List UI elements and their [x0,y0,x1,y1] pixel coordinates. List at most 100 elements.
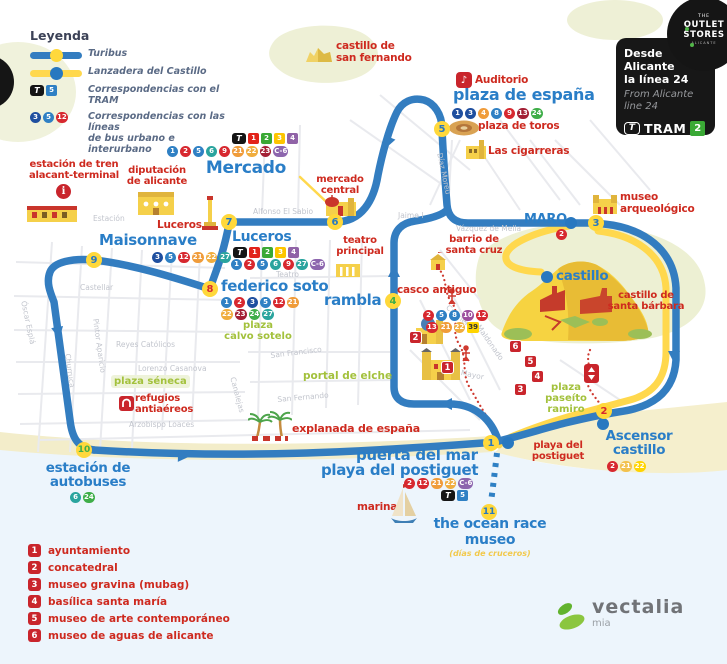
train-station-icon [27,206,77,222]
lanzadera-dot-marq [565,217,577,229]
sight-label: concatedral [48,561,118,574]
auditorio-icon: ♪ [456,72,472,88]
street-name: Alfonso El Sabio [253,207,314,216]
bus-line-badge: 39 [467,322,479,333]
stop-label-rambla: rambla [324,291,382,309]
bus-line-badge: 5 [260,297,271,308]
bus-line-badge: 27 [219,252,231,263]
stop-label-marq: MARQ [524,212,567,227]
bus-line-badge: 2 [261,133,272,144]
stop-marker-1: 1 [483,435,499,451]
info-from-alicante: From Alicante line 24 [624,88,694,113]
refugios-icon [119,396,134,411]
vectalia-logo: vectalia mia [552,598,684,632]
bus-line-badge: 3 [247,297,258,308]
bus-line-badge: 2 [404,478,415,489]
stop-marker-10: 10 [76,442,92,458]
label-explanada: explanada de españa [292,422,420,435]
bus-line-badge: 5 [457,490,468,501]
beach-postiguet [495,402,727,474]
label-castillo-san-fernando: castillo de san fernando [336,40,412,64]
bus-line-badge: 1 [231,259,242,270]
bus-line-badge: 3 [275,247,286,258]
street-name: Jaime I [398,211,424,220]
stop-marker-9: 9 [86,252,102,268]
label-plaza-seneca: plaza séneca [111,375,190,388]
bus-line-badge: 4 [288,247,299,258]
bus-line-badge: 6 [270,259,281,270]
sight-number-badge: 3 [28,578,41,591]
sight-label: museo de arte contemporáneo [48,612,230,625]
stop-marker-2: 2 [596,403,612,419]
sea-area [0,448,727,664]
sight-label: museo de aguas de alicante [48,629,214,642]
badges-marq: 2 [556,229,567,240]
bus-line-badge: 27 [296,259,308,270]
legend-bus-label: Correspondencias con las líneas de bus u… [88,110,225,155]
elevator-icon [584,364,599,383]
bus-line-badge: 13 [426,322,438,333]
stop-label-playa-postiguet: playa del postiguet [321,461,479,479]
bus-line-badge: 21 [620,461,632,472]
lanzadera-line-sample [30,67,82,80]
bus-line-badge: 2 [180,146,191,157]
stop-marker-3: 3 [588,215,604,231]
label-plaza-paseito-ramiro: plaza paseíto ramiro [545,382,587,415]
bus-line-badge: 21 [232,146,244,157]
bus-line-badge: 2 [234,297,245,308]
bus-line-badge: 22 [221,309,233,320]
bus-line-badge: 5 [257,259,268,270]
bus-line-badge: 24 [248,309,261,320]
bus-line-badge: 12 [475,310,488,321]
label-luceros-square: Luceros [157,219,202,231]
street-name: Vázquez de Mella [456,224,522,233]
stop-label-castillo: castillo [556,268,609,284]
route-turibus [44,95,680,458]
bus-line-badge: 2 [423,310,434,321]
bus-line-badge: 22 [245,146,258,157]
bus-line-badge: 9 [219,146,230,157]
stop-marker-4: 4 [385,293,401,309]
outlet-green-dot [685,27,689,31]
barrio-santa-cruz-house-icon [430,252,446,270]
bus-line-badge: 2 [262,247,273,258]
label-diputacion: diputación de alicante [126,165,188,188]
stop-marker-6: 6 [327,214,343,230]
label-mercado-central: mercado central [316,174,364,197]
bus-line-badge: 21 [439,322,452,333]
sight-label: ayuntamiento [48,544,131,557]
label-teatro-principal: teatro principal [336,235,384,258]
stop-marker-8: 8 [202,281,218,297]
street-name: Arzobispo Loaces [129,420,195,429]
sight-number-badge: 6 [28,629,41,642]
bus-line-badge: 23 [234,309,247,320]
bus-line-badge: 6 [70,492,81,503]
stop-marker-5: 5 [434,121,450,137]
sight-marker-basilica: 4 [531,370,544,383]
mercado-central-icon [325,195,356,216]
sights-list-item: 6 museo de aguas de alicante [28,629,230,642]
tram-logo-row: T TRAM 2 [624,120,707,136]
sight-marker-mubag: 3 [514,383,527,396]
route-direction-arrows [51,135,680,462]
label-marina: marina [357,501,398,513]
tram-icon: T [441,490,455,501]
stop-label-puerta-del-mar: puerta del mar [356,446,478,464]
bus-line-badge: C-6 [458,478,474,489]
legend-item-lanzadera: Lanzadera del Castillo [30,66,240,80]
bus-line-badge: 2 [244,259,255,270]
bus-line-badge: 12 [417,478,429,489]
label-auditorio: Auditorio [475,74,529,86]
lanzadera-dot-puerta [502,437,514,449]
